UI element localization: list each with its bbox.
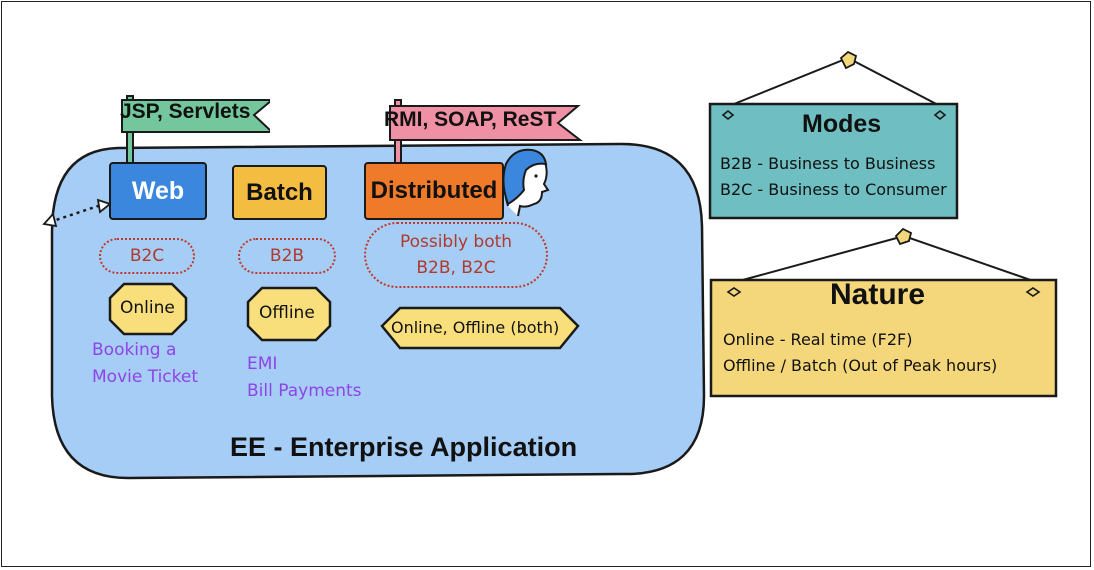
nature-title: Nature [830, 278, 926, 311]
distributed-mode-line1: Possibly both [399, 232, 513, 252]
modes-line-b2b: B2B - Business to Business [720, 154, 936, 173]
batch-mode-badge: B2B [238, 238, 336, 274]
distributed-label: Distributed [370, 177, 498, 204]
batch-nature-text: Offline [259, 303, 315, 323]
distributed-nature-text: Online, Offline (both) [391, 318, 560, 337]
distributed-mode-badge: Possibly both B2B, B2C [364, 222, 548, 288]
web-mode-badge: B2C [99, 238, 195, 274]
distributed-box: Distributed [364, 162, 504, 220]
nature-line-online: Online - Real time (F2F) [723, 330, 913, 349]
batch-example-2: Bill Payments [247, 381, 362, 401]
batch-box: Batch [232, 165, 327, 220]
rmi-flag [389, 99, 583, 178]
batch-label: Batch [246, 178, 313, 206]
batch-example-1: EMI [247, 354, 278, 374]
modes-line-b2c: B2C - Business to Consumer [720, 180, 947, 199]
web-example-1: Booking a [92, 340, 177, 360]
web-nature-text: Online [120, 298, 175, 318]
web-example-2: Movie Ticket [92, 367, 199, 387]
batch-mode-text: B2B [269, 246, 305, 266]
rmi-flag-label: RMI, SOAP, ReST [384, 108, 557, 131]
web-box: Web [109, 162, 207, 220]
person-doodle-icon [502, 148, 550, 217]
modes-title: Modes [802, 110, 882, 138]
jsp-flag [121, 95, 270, 169]
web-mode-text: B2C [129, 246, 165, 266]
nature-line-offline: Offline / Batch (Out of Peak hours) [723, 356, 998, 375]
distributed-mode-line2: B2B, B2C [416, 258, 496, 278]
web-label: Web [131, 176, 185, 205]
enterprise-app-title: EE - Enterprise Application [230, 432, 578, 462]
jsp-flag-label: JSP, Servlets [120, 100, 251, 123]
